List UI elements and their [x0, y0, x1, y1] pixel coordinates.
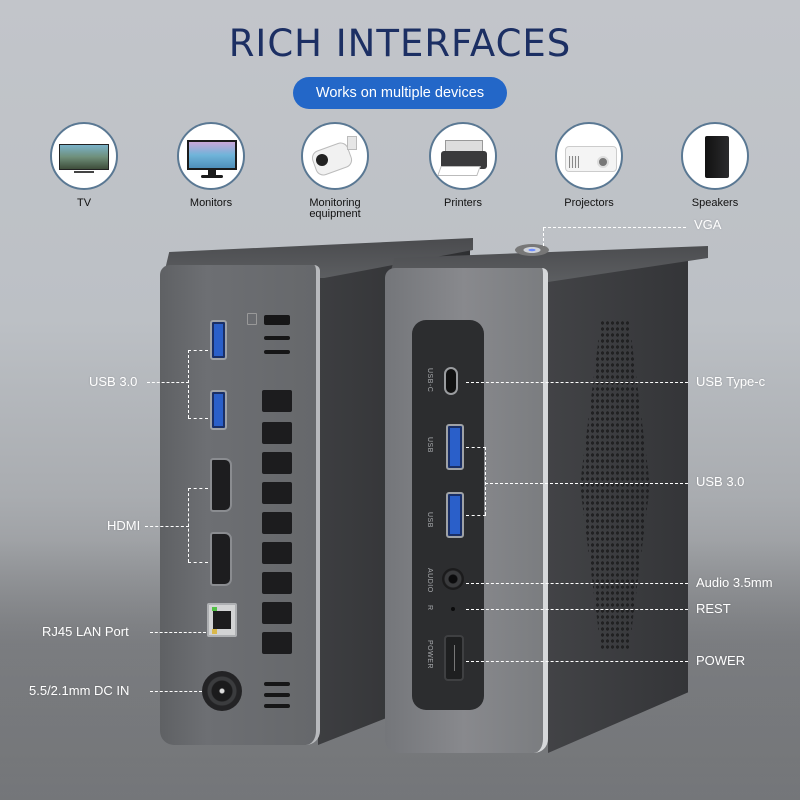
device-speakers: Speakers: [660, 122, 770, 209]
port-label: R: [426, 605, 433, 611]
subtitle-pill: Works on multiple devices: [293, 77, 507, 109]
right-usb-port-1[interactable]: [446, 424, 464, 470]
port-label: USB-C: [426, 368, 433, 393]
vent-slot: [264, 350, 290, 354]
power-button[interactable]: [444, 635, 464, 681]
vent: [262, 632, 292, 654]
callout-hdmi: HDMI: [107, 518, 141, 533]
device-monitors: Monitors: [156, 122, 266, 209]
vent: [262, 452, 292, 474]
rj45-lan-port[interactable]: [207, 603, 237, 637]
vent: [262, 422, 292, 444]
vent: [262, 602, 292, 624]
vent-slot: [264, 693, 290, 697]
vent: [262, 542, 292, 564]
callout-power: POWER: [696, 653, 746, 668]
device-printers: Printers: [408, 122, 518, 209]
vga-connector[interactable]: [515, 244, 549, 256]
page-title: RICH INTERFACES: [228, 22, 572, 65]
callout-reset: REST: [696, 601, 731, 616]
monitor-icon: [177, 122, 245, 190]
callout-audio: Audio 3.5mm: [696, 575, 773, 590]
link-led: [212, 607, 217, 611]
tv-icon: [50, 122, 118, 190]
callout-usb-right: USB 3.0: [696, 474, 745, 489]
vent: [262, 512, 292, 534]
vent-slot: [264, 682, 290, 686]
device-label: Projectors: [564, 197, 614, 209]
left-usb-port-1[interactable]: [210, 320, 227, 360]
device-label: Monitors: [189, 197, 233, 209]
device-label: Printers: [444, 197, 482, 209]
left-pc-front-panel: [160, 265, 320, 745]
device-label: TV: [76, 197, 92, 209]
device-label: Speakers: [691, 197, 739, 209]
vent: [262, 572, 292, 594]
vent: [262, 390, 292, 412]
usb-c-port[interactable]: [444, 367, 458, 395]
left-hdmi-port-2[interactable]: [210, 532, 232, 586]
sd-card-slot[interactable]: [264, 315, 290, 325]
vent-slot: [264, 704, 290, 708]
activity-led: [212, 629, 217, 634]
callout-dc-in: 5.5/2.1mm DC IN: [29, 683, 130, 698]
port-label: AUDIO: [426, 568, 433, 593]
dc-in-jack[interactable]: [202, 671, 242, 711]
callout-vga: VGA: [694, 217, 722, 232]
right-usb-port-2[interactable]: [446, 492, 464, 538]
projector-icon: [555, 122, 623, 190]
callout-usb-left: USB 3.0: [89, 374, 138, 389]
device-monitoring-equipment: Monitoring equipment: [280, 122, 390, 220]
security-camera-icon: [301, 122, 369, 190]
printer-icon: [429, 122, 497, 190]
reset-button[interactable]: [451, 607, 455, 611]
port-label: USB: [426, 512, 433, 528]
audio-jack[interactable]: [442, 568, 464, 590]
sd-card-icon: [247, 313, 257, 325]
device-projectors: Projectors: [534, 122, 644, 209]
vent-slot: [264, 336, 290, 340]
vent: [262, 482, 292, 504]
callout-rj45: RJ45 LAN Port: [42, 624, 129, 639]
speaker-icon: [681, 122, 749, 190]
left-hdmi-port-1[interactable]: [210, 458, 232, 512]
port-label: USB: [426, 437, 433, 453]
left-usb-port-2[interactable]: [210, 390, 227, 430]
callout-usb-c: USB Type-c: [696, 374, 766, 389]
device-tv: TV: [29, 122, 139, 209]
port-label: POWER: [426, 640, 433, 669]
device-label: Monitoring equipment: [309, 197, 361, 220]
